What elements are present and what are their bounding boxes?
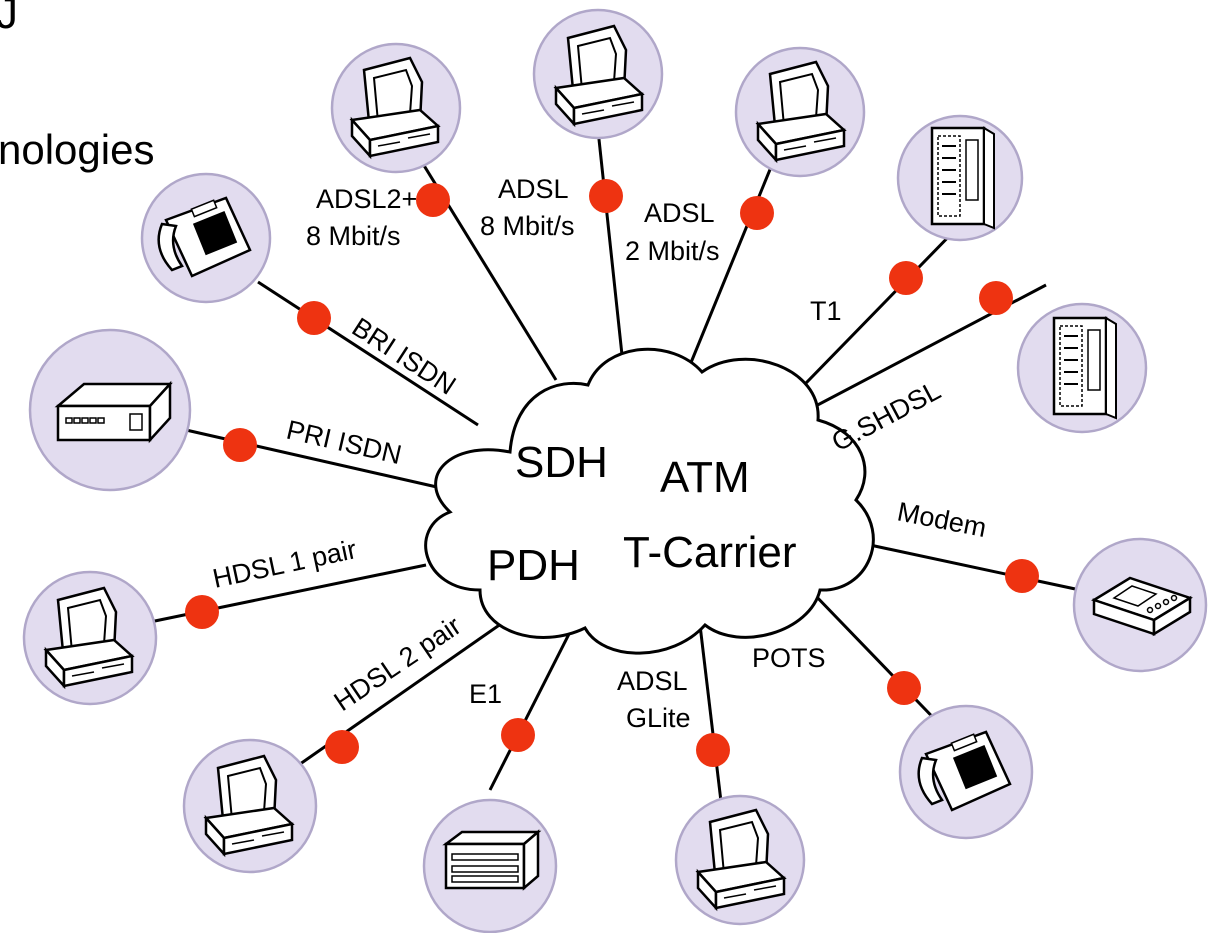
core-label-pdh: PDH: [487, 541, 580, 590]
line-hdsl2: [269, 610, 519, 787]
line-pots: [810, 590, 952, 737]
label-adsl2-line1: ADSL: [644, 198, 715, 228]
line-adsl8: [596, 129, 624, 356]
network-hub-icon: [56, 382, 172, 442]
connector-dot: [416, 183, 450, 217]
core-label-sdh: SDH: [515, 438, 608, 487]
label-adsl8-line2: 8 Mbit/s: [480, 211, 575, 241]
connector-dot: [185, 595, 219, 629]
server-tower-icon: [930, 126, 996, 230]
connector-dot: [696, 733, 730, 767]
connector-dot: [887, 671, 921, 705]
rack-equipment-icon: [444, 830, 540, 890]
label-bri-isdn: BRI ISDN: [347, 312, 461, 401]
connector-dot: [889, 261, 923, 295]
slide-title-fragment: J nologies: [0, 0, 200, 190]
connector-dot: [740, 196, 774, 230]
label-e1: E1: [469, 679, 502, 709]
connector-dot: [589, 179, 623, 213]
connector-dot: [297, 301, 331, 335]
core-label-atm: ATM: [660, 453, 750, 502]
line-e1: [488, 631, 572, 791]
core-label-t-carrier: T-Carrier: [623, 528, 797, 577]
label-pri-isdn: PRI ISDN: [284, 415, 405, 471]
label-adsl-glite-line1: ADSL: [617, 666, 688, 696]
label-pots: POTS: [752, 643, 826, 673]
connector-dot: [223, 428, 257, 462]
label-modem: Modem: [895, 496, 989, 543]
label-adsl2-line2: 2 Mbit/s: [625, 236, 720, 266]
line-modem: [869, 543, 1081, 592]
line-bri-isdn: [257, 280, 479, 427]
label-adsl2plus-line2: 8 Mbit/s: [306, 221, 401, 251]
label-adsl2plus-line1: ADSL2+: [316, 184, 417, 214]
label-adsl-glite-line2: GLite: [626, 703, 691, 733]
connector-dot: [979, 281, 1013, 315]
connector-dot: [501, 718, 535, 752]
connector-dot: [1005, 559, 1039, 593]
label-adsl8-line1: ADSL: [498, 174, 569, 204]
title-line-2: nologies: [0, 126, 155, 173]
title-line-1: J: [0, 0, 18, 38]
connector-dot: [325, 730, 359, 764]
line-adsl2: [688, 149, 780, 366]
label-t1: T1: [810, 296, 842, 326]
label-gshdsl: G.SHDSL: [827, 375, 946, 457]
server-tower-icon: [1052, 316, 1118, 420]
core-network-cloud: [424, 347, 875, 655]
line-adsl-glite: [698, 624, 724, 811]
